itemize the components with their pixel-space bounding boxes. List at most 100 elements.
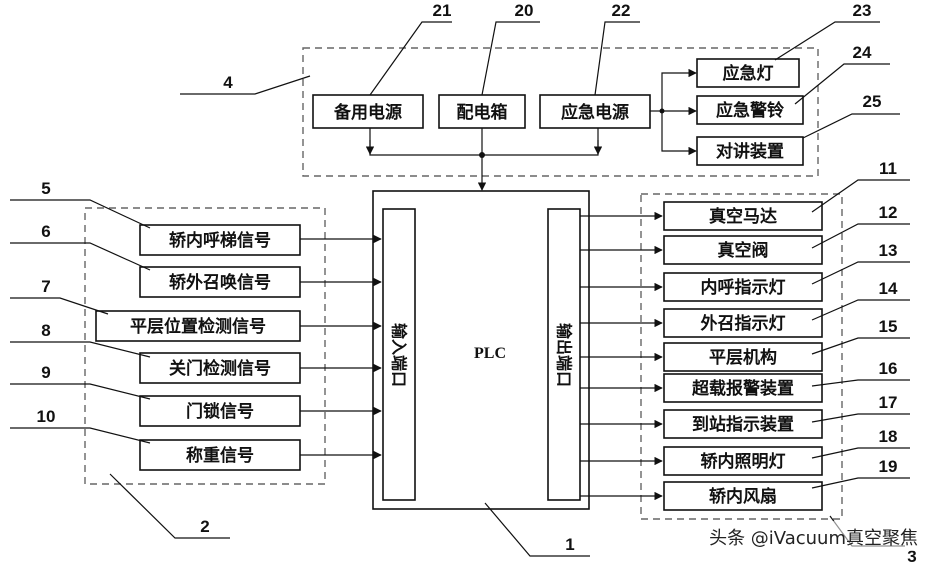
output-port-bar <box>547 208 581 501</box>
ref-21: 21 <box>433 1 452 20</box>
leader-24 <box>794 63 890 105</box>
leader-25 <box>802 113 900 139</box>
leader-7 <box>10 297 109 315</box>
leader-22 <box>594 21 640 96</box>
ref-25: 25 <box>863 92 882 111</box>
output-label-3: 内呼指示灯 <box>701 277 786 298</box>
leader-1 <box>484 502 590 557</box>
output-label-2: 真空阀 <box>718 240 769 261</box>
input-box-1 <box>139 224 301 256</box>
output-label-6: 超载报警装置 <box>692 378 794 399</box>
output-box-4 <box>663 308 823 338</box>
input-box-3 <box>95 310 301 342</box>
power-group-frame <box>302 47 819 177</box>
output-box-7 <box>663 409 823 439</box>
ref-24: 24 <box>853 43 872 62</box>
input-box-4 <box>139 352 301 384</box>
leader-23 <box>774 21 880 61</box>
output-label-9: 轿内风扇 <box>709 486 777 507</box>
ref-4: 4 <box>223 73 233 92</box>
output-box-2 <box>663 235 823 265</box>
output-box-3 <box>663 272 823 302</box>
intercom-wire <box>661 111 697 156</box>
ref-1: 1 <box>565 535 574 554</box>
leader-20 <box>481 21 540 96</box>
leader-10 <box>10 427 151 444</box>
ref-9: 9 <box>41 363 50 382</box>
input-port-bar <box>382 208 416 501</box>
watermark-backdrop <box>640 521 922 551</box>
backup-power-label: 备用电源 <box>333 102 402 123</box>
leader-19 <box>811 477 910 489</box>
ref-17: 17 <box>879 393 898 412</box>
leader-9 <box>10 383 151 400</box>
ref-7: 7 <box>41 277 50 296</box>
ref-16: 16 <box>879 359 898 378</box>
emergency-light-box <box>696 58 800 88</box>
ref-6: 6 <box>41 222 50 241</box>
output-box-1 <box>663 201 823 231</box>
emergency-power-label: 应急电源 <box>561 102 629 123</box>
ref-14: 14 <box>879 279 898 298</box>
output-box-6 <box>663 373 823 403</box>
output-box-9 <box>663 481 823 511</box>
output-label-1: 真空马达 <box>709 206 777 227</box>
output-label-8: 轿内照明灯 <box>701 451 786 472</box>
emergency-bell-box <box>696 95 804 125</box>
input-label-3: 平层位置检测信号 <box>130 316 266 337</box>
input-label-5: 门锁信号 <box>186 401 254 422</box>
ref-8: 8 <box>41 321 50 340</box>
leader-12 <box>811 223 910 249</box>
backup-power-wire <box>369 128 480 156</box>
leader-4 <box>180 75 311 95</box>
intercom-box <box>696 136 804 166</box>
ref-18: 18 <box>879 427 898 446</box>
input-label-6: 称重信号 <box>186 445 254 466</box>
input-signal-list: 轿内呼梯信号 轿外召唤信号 平层位置检测信号 关门检测信号 门锁信号 称重信号 <box>95 224 301 471</box>
ref-23: 23 <box>853 1 872 20</box>
output-port-label: 输出端口 <box>555 323 574 387</box>
output-label-7: 到站指示装置 <box>692 414 794 435</box>
emergency-light-label: 应急灯 <box>723 63 774 84</box>
emergency-light-wire <box>661 68 697 111</box>
input-box-2 <box>139 266 301 298</box>
ref-11: 11 <box>879 159 897 178</box>
emergency-bell-label: 应急警铃 <box>716 100 784 121</box>
ref-20: 20 <box>515 1 534 20</box>
ref-2: 2 <box>200 517 209 536</box>
output-box-8 <box>663 446 823 476</box>
intercom-label: 对讲装置 <box>716 141 784 162</box>
leader-14 <box>811 299 910 321</box>
ref-12: 12 <box>879 203 898 222</box>
input-label-2: 轿外召唤信号 <box>169 272 271 293</box>
leader-11 <box>811 179 910 213</box>
leader-13 <box>811 261 910 285</box>
ref-10: 10 <box>37 407 56 426</box>
ref-13: 13 <box>879 241 898 260</box>
power-junction <box>479 152 485 158</box>
backup-power-box <box>312 94 424 129</box>
leader-17 <box>811 413 910 423</box>
leader-5 <box>10 199 151 229</box>
emergency-power-wire <box>484 128 599 156</box>
distribution-label: 配电箱 <box>457 102 508 123</box>
leader-8 <box>10 341 151 358</box>
input-port-label: 输入端口 <box>390 323 409 387</box>
output-box-5 <box>663 342 823 372</box>
ref-22: 22 <box>612 1 631 20</box>
watermark-text: 头条 @iVacuum真空聚焦 <box>709 528 918 549</box>
output-device-list: 真空马达 真空阀 内呼指示灯 外召指示灯 平层机构 超载报警装置 到站指示装置 … <box>663 201 823 511</box>
ref-3: 3 <box>907 547 916 564</box>
leader-18 <box>811 447 910 459</box>
input-label-4: 关门检测信号 <box>169 358 271 379</box>
leader-16 <box>811 379 910 387</box>
leader-15 <box>811 337 910 355</box>
ref-5: 5 <box>41 179 50 198</box>
input-label-1: 轿内呼梯信号 <box>169 230 271 251</box>
ref-19: 19 <box>879 457 898 476</box>
output-label-5: 平层机构 <box>709 347 777 368</box>
input-group-frame <box>84 207 326 485</box>
leader-21 <box>369 21 452 96</box>
